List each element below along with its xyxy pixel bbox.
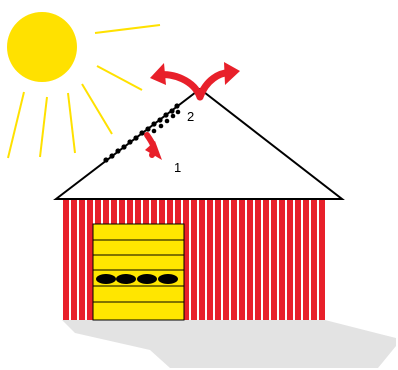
- garage-door: [93, 224, 184, 320]
- roof: [56, 89, 342, 199]
- sun-icon: [7, 12, 77, 82]
- double-curved-arrow-icon: [150, 62, 240, 97]
- callout-label-1: 1: [174, 160, 181, 175]
- callout-label-2: 2: [187, 109, 194, 124]
- ground-shadow: [62, 320, 396, 368]
